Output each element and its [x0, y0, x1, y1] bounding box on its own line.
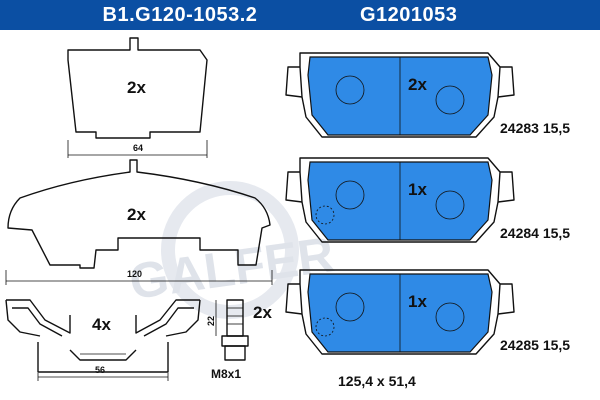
pad-ear-left [285, 283, 303, 315]
pad-reference: 24284 15,5 [500, 225, 570, 241]
pad-piston-circle [335, 292, 365, 322]
bolt-length: 22 [206, 316, 216, 326]
clip-right-inner [143, 307, 194, 337]
pad-backing-plate [299, 269, 501, 355]
shim-large-outline [7, 159, 271, 269]
pad-backing-plate [299, 52, 501, 138]
shim-small: 2x 64 [67, 37, 208, 158]
pad-ear-left [285, 66, 303, 98]
pad-piston-circle [435, 190, 465, 220]
guide-bolt: 22 2x M8x1 [206, 299, 272, 381]
pad-ear-right [497, 283, 515, 315]
spring-clip: 4x 56 [5, 299, 201, 381]
shim-large: 2x 120 [5, 159, 273, 285]
pad-qty: 1x [408, 180, 427, 199]
bolt-head [224, 345, 246, 361]
oe-number-title: G1201053 [360, 4, 458, 26]
shim-small-width: 64 [133, 143, 143, 153]
pad-piston-circle [435, 85, 465, 115]
pad-ear-right [497, 66, 515, 98]
pad-ear-left [285, 171, 303, 203]
shim-small-outline [67, 37, 208, 139]
pad-piston-circle [435, 302, 465, 332]
shim-small-qty: 2x [127, 78, 146, 97]
header-bar: B1.G120-1053.2 G1201053 [0, 0, 600, 30]
bolt-flange [221, 335, 249, 347]
clip-right-arm [135, 299, 200, 334]
clip-left-arm [6, 299, 71, 334]
shim-large-width: 120 [127, 269, 142, 279]
clip-left-inner [12, 307, 63, 337]
clip-qty: 4x [92, 315, 111, 334]
pad-piston-circle [335, 180, 365, 210]
pad-wear-indicator [315, 205, 335, 225]
clip-base [37, 342, 169, 373]
pad-reference: 24283 15,5 [500, 120, 570, 136]
brake-pad-1: 2x 24283 15,5 [285, 52, 570, 138]
brake-pads: 2x 24283 15,5 1x 24284 15,5 1x 24285 15,5 [285, 52, 570, 355]
bolt-qty: 2x [253, 303, 272, 322]
bolt-thread-size: M8x1 [211, 367, 241, 381]
clip-width: 56 [95, 365, 105, 375]
pad-backing-plate [299, 157, 501, 243]
pad-qty: 2x [408, 75, 427, 94]
clip-left-hook [5, 299, 41, 337]
pad-ear-right [497, 171, 515, 203]
pad-piston-circle [335, 75, 365, 105]
brake-pad-3: 1x 24285 15,5 [285, 269, 570, 355]
pad-wear-indicator [315, 317, 335, 337]
pad-qty: 1x [408, 292, 427, 311]
part-number-title: B1.G120-1053.2 [102, 4, 258, 26]
pad-dimensions: 125,4 x 51,4 [338, 373, 416, 389]
technical-drawing: GALFER 2x 64 2x 120 [5, 37, 570, 389]
shim-large-qty: 2x [127, 205, 146, 224]
clip-right-hook [165, 299, 201, 337]
brake-pad-2: 1x 24284 15,5 [285, 157, 570, 243]
clip-center-bridge [69, 349, 137, 361]
pad-reference: 24285 15,5 [500, 337, 570, 353]
